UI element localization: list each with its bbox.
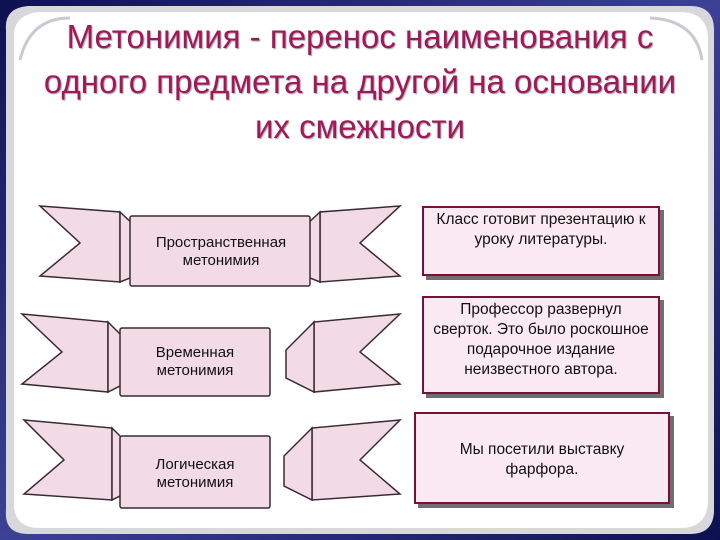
type-label-logical: Логическая метонимия	[155, 456, 235, 491]
type-label-temporal: Временная метонимия	[155, 344, 235, 379]
example-box-logical: Мы посетили выставку фарфора.	[414, 412, 670, 504]
example-box-temporal: Профессор развернул сверток. Это было ро…	[422, 296, 660, 394]
slide-title: Метонимия - перенос наименования с одног…	[43, 18, 677, 145]
type-label-spatial: Пространственная метонимия	[155, 234, 287, 269]
example-box-spatial: Класс готовит презентацию к уроку литера…	[422, 206, 660, 276]
